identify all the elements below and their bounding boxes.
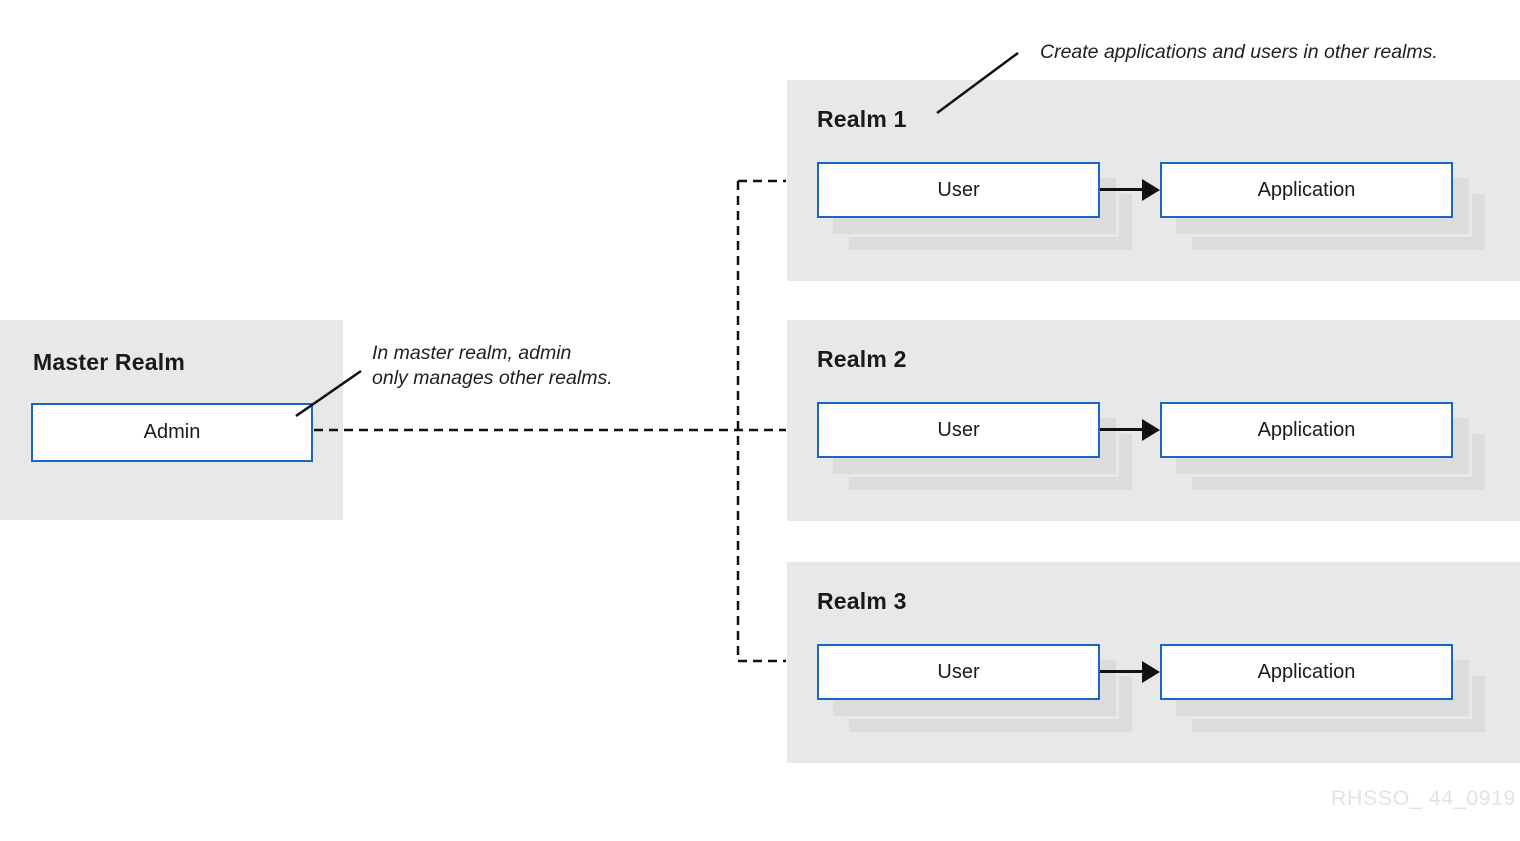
user-box-frame: User [817,644,1100,700]
realm-2-user-box: User [817,402,1132,490]
realm-1-title: Realm 1 [817,106,907,132]
arrow-shaft [1100,670,1146,673]
realm-2-title: Realm 2 [817,346,907,372]
user-to-application-arrow-icon [1100,661,1160,683]
user-label: User [937,418,980,441]
master-realm-panel: Master Realm Admin [0,320,343,520]
create-annotation: Create applications and users in other r… [1040,41,1438,63]
user-to-application-arrow-icon [1100,179,1160,201]
application-label: Application [1257,418,1356,441]
realm-2-application-box: Application [1160,402,1485,490]
arrowhead-icon [1142,661,1160,683]
realm-3-panel: Realm 3 User Application [787,562,1520,763]
master-realm-title: Master Realm [33,349,185,375]
user-box-frame: User [817,402,1100,458]
watermark: RHSSO_ 44_0919 [1330,786,1516,810]
application-label: Application [1257,660,1356,683]
application-box-frame: Application [1160,162,1453,218]
master-annotation: In master realm, admin only manages othe… [372,341,613,391]
arrow-shaft [1100,188,1146,191]
application-label: Application [1257,178,1356,201]
realm-1-user-box: User [817,162,1132,250]
user-to-application-arrow-icon [1100,419,1160,441]
realm-3-title: Realm 3 [817,588,907,614]
arrow-shaft [1100,428,1146,431]
realm-3-user-box: User [817,644,1132,732]
admin-label: Admin [143,421,201,443]
user-label: User [937,178,980,201]
arrowhead-icon [1142,179,1160,201]
realm-1-panel: Realm 1 User Application [787,80,1520,281]
realm-3-application-box: Application [1160,644,1485,732]
arrowhead-icon [1142,419,1160,441]
master-annotation-line1: In master realm, admin [372,342,572,364]
realm-2-panel: Realm 2 User Application [787,320,1520,521]
user-label: User [937,660,980,683]
application-box-frame: Application [1160,644,1453,700]
application-box-frame: Application [1160,402,1453,458]
admin-box: Admin [31,403,313,462]
master-annotation-line2: only manages other realms. [372,367,613,389]
user-box-frame: User [817,162,1100,218]
admin-box-frame: Admin [31,403,313,462]
realm-1-application-box: Application [1160,162,1485,250]
